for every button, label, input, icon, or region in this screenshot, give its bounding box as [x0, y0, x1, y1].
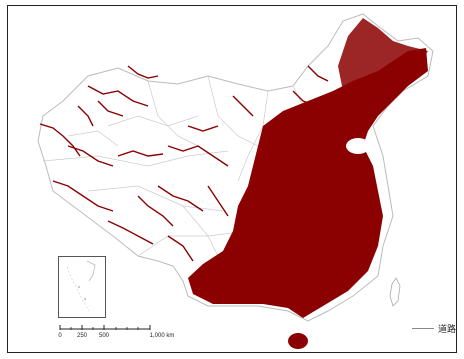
scale-bar: 0 250 500 1,000 km [58, 320, 178, 346]
south-china-sea-inset [58, 256, 106, 318]
road-dense-northeast [338, 18, 428, 96]
road-dense-hainan [288, 333, 308, 349]
map-legend: 道路 [412, 321, 456, 335]
road-network [188, 18, 428, 349]
china-road-map [37, 13, 434, 349]
scale-tick-1000: 1,000 km [149, 333, 175, 339]
inset-map [66, 260, 96, 312]
scale-tick-500: 500 [98, 333, 110, 339]
scale-bar-graphic [59, 325, 151, 330]
road-dense-sichuan [233, 216, 283, 260]
legend-road-line-icon [412, 327, 434, 329]
scale-tick-0: 0 [58, 333, 62, 339]
scale-tick-250: 250 [76, 333, 88, 339]
road-network-west [39, 65, 329, 262]
legend-road-label: 道路 [437, 324, 456, 335]
map-frame: 0 250 500 1,000 km 道路 [7, 5, 457, 353]
taiwan-outline [389, 277, 401, 307]
